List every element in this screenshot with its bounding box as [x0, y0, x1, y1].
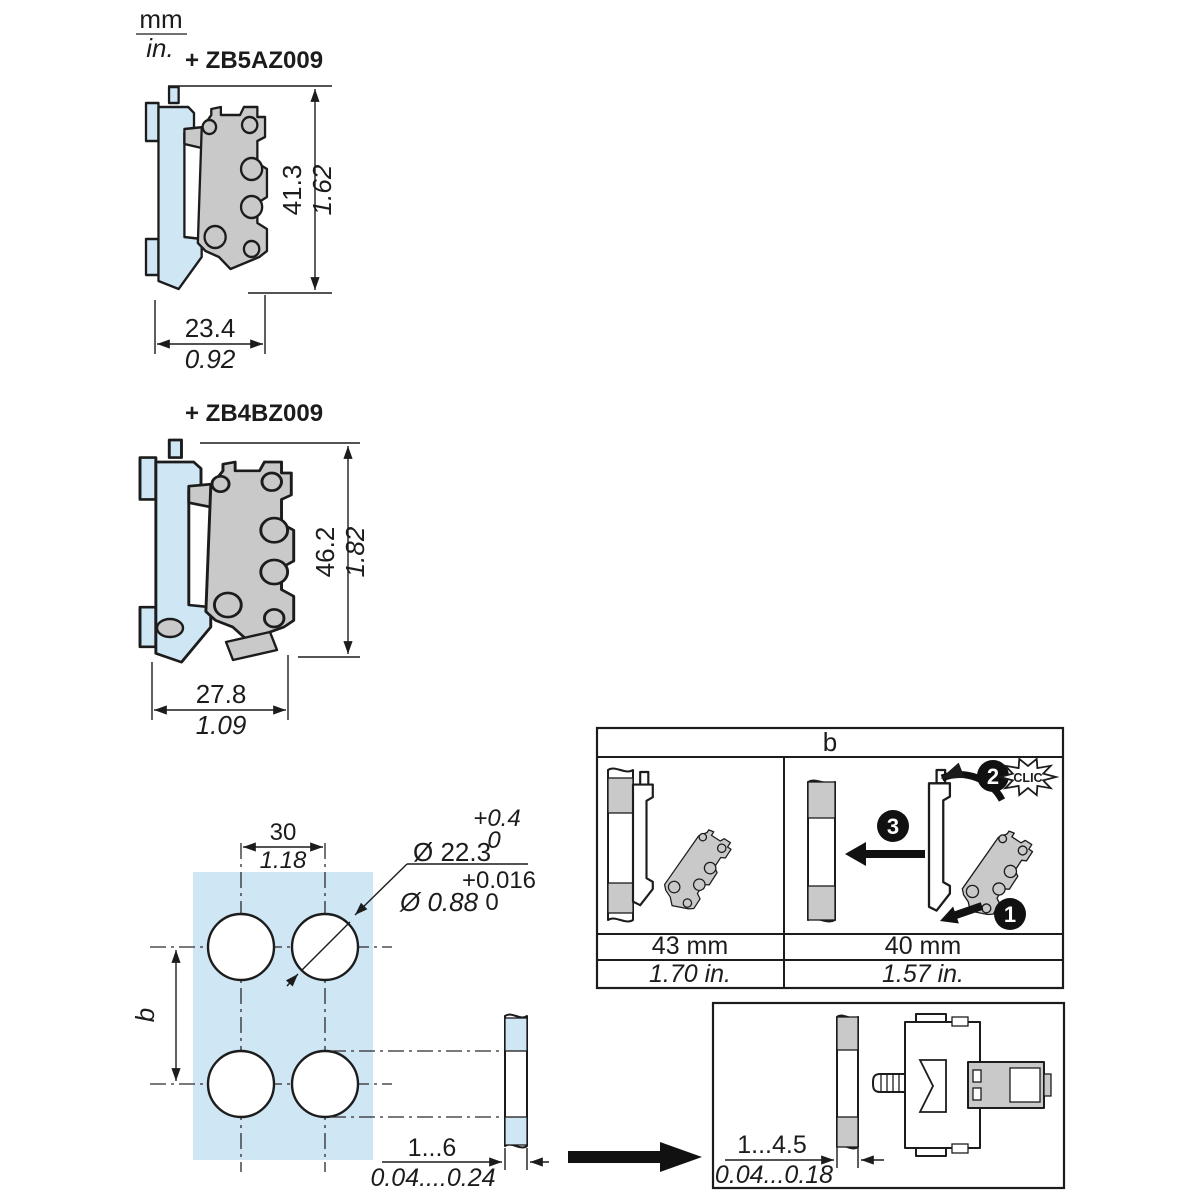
fixing-screw: [872, 1073, 906, 1093]
panel-thickness-in: 0.04....0.24: [370, 1164, 495, 1192]
clic-starburst: [996, 757, 1060, 797]
unit-in-label: in.: [146, 33, 173, 63]
cutout-hole: [206, 912, 276, 982]
step3-arrow: [845, 842, 925, 866]
zb5-height-mm: 41.3: [277, 165, 307, 216]
clip-on-detail-box: 1...4.5 0.04...0.18: [711, 1001, 1066, 1190]
zb5az009-label: + ZB5AZ009: [185, 47, 323, 74]
zb4bz009-drawing: + ZB4BZ009 46.2 1.82 27.8 1.09: [140, 400, 370, 740]
zb5-width-in: 0.92: [185, 344, 236, 374]
table-header-b: b: [823, 727, 837, 757]
panel-section-strip: [504, 1013, 528, 1149]
zb5az009-drawing: + ZB5AZ009 41.3 1.62 23.4 0.92: [146, 47, 337, 374]
step3-badge: [877, 810, 909, 842]
step1-badge: [994, 898, 1026, 930]
b-spacing-label: b: [130, 1008, 160, 1022]
zb4-width-mm: 27.8: [196, 679, 247, 709]
dia-mm-tol-zero: 0: [487, 827, 501, 854]
right-arrow: [568, 1142, 702, 1172]
screw-clamp-body: [872, 1013, 1052, 1157]
zb5-height-in: 1.62: [307, 164, 337, 215]
diameter-leader: [354, 863, 408, 916]
pitch-in: 1.18: [260, 847, 307, 874]
table-cell-43mm: [607, 767, 735, 923]
cutout-hole: [206, 1049, 276, 1119]
zb5az009-side-view: [146, 87, 267, 289]
mounting-table: b 43 mm 1.70 in. 3 2 CLIC: [595, 726, 1065, 990]
dia-in: Ø 0.88: [399, 887, 479, 917]
detail-thickness-mm: 1...4.5: [737, 1131, 807, 1159]
zb4-clamp-screw: [155, 617, 185, 639]
zb5-width-mm: 23.4: [185, 313, 236, 343]
zb4-height-in: 1.82: [340, 526, 370, 577]
step2-number: 2: [987, 764, 999, 789]
table-right-mm: 40 mm: [885, 932, 961, 960]
zb4-height-mm: 46.2: [310, 527, 340, 578]
dia-mm-tol-plus: +0.4: [473, 805, 520, 832]
dia-in-tol-plus: +0.016: [462, 867, 536, 894]
clic-label: CLIC: [1013, 771, 1042, 785]
dia-in-tol-zero: 0: [485, 889, 498, 916]
panel-cutout-drawing: 30 1.18 b +0.4 0 Ø 22.3 +0.016 0 Ø 0.88 …: [130, 805, 549, 1192]
table-right-in: 1.57 in.: [882, 960, 964, 988]
units-legend: mm in.: [136, 4, 187, 63]
step2-badge: [977, 760, 1009, 792]
cutout-hole: [290, 1049, 360, 1119]
zb4-width-in: 1.09: [196, 710, 247, 740]
step2-rotate-arrow: [940, 762, 1006, 802]
step1-arrow: [940, 902, 984, 924]
unit-mm-label: mm: [139, 4, 182, 34]
pitch-mm: 30: [270, 819, 297, 846]
step3-number: 3: [887, 814, 899, 839]
table-cell-40mm: 3 2 CLIC 1: [807, 757, 1060, 930]
panel-thickness-mm: 1...6: [408, 1134, 457, 1162]
zb4-latch-lever: [224, 630, 279, 662]
zb4bz009-label: + ZB4BZ009: [185, 400, 323, 427]
step1-number: 1: [1004, 902, 1016, 927]
dia-mm: Ø 22.3: [413, 837, 491, 867]
table-left-in: 1.70 in.: [649, 960, 731, 988]
table-left-mm: 43 mm: [652, 932, 728, 960]
detail-thickness-in: 0.04...0.18: [715, 1161, 833, 1189]
